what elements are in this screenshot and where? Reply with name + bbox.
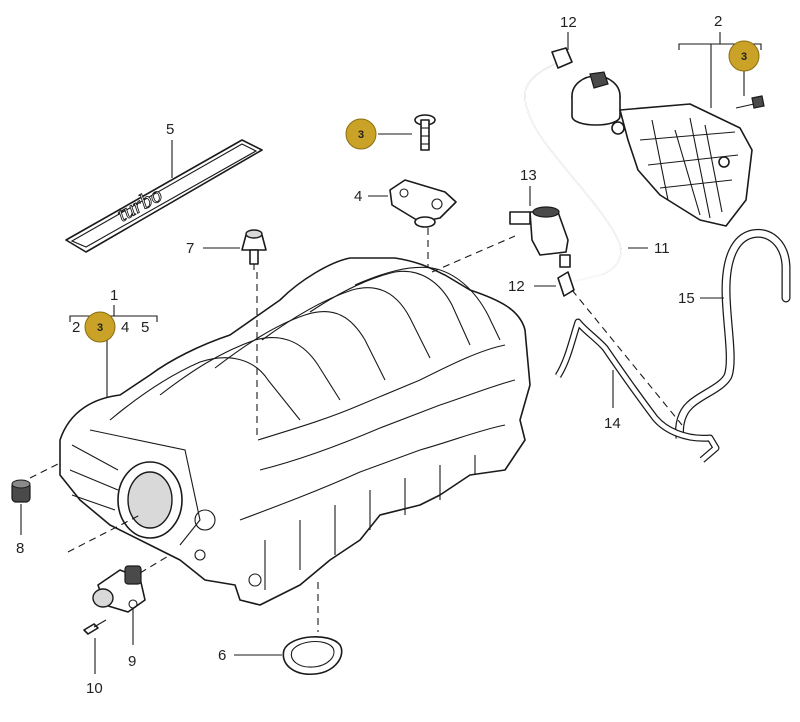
breather-pipe-part <box>554 318 720 463</box>
hose-15-part <box>675 228 791 439</box>
label-1: 1 <box>110 287 118 304</box>
intake-manifold <box>59 257 531 606</box>
badge-label: 3 <box>741 51 747 63</box>
label-14: 14 <box>604 415 621 432</box>
label-10: 10 <box>86 680 103 697</box>
label-11: 11 <box>654 240 670 257</box>
label-12-mid: 12 <box>508 278 525 295</box>
bolt-top-part <box>414 114 436 151</box>
label-7: 7 <box>186 240 194 257</box>
label-12-top: 12 <box>560 14 577 31</box>
badge-circle <box>345 118 377 150</box>
label-1-sub-4: 4 <box>121 319 129 336</box>
label-6: 6 <box>218 647 226 664</box>
connector-12-top-part <box>551 47 573 69</box>
label-13: 13 <box>520 167 537 184</box>
connector-12-mid-part <box>557 271 575 297</box>
badge-3-right: 3 <box>728 40 760 72</box>
badge-3-left: 3 <box>84 311 116 343</box>
actuator-assembly-part <box>571 71 753 227</box>
label-8: 8 <box>16 540 24 557</box>
valve-7-part <box>241 229 267 270</box>
gasket-part <box>282 635 343 675</box>
badge-label: 3 <box>97 322 103 334</box>
badge-circle <box>84 311 116 343</box>
label-9: 9 <box>128 653 136 670</box>
solenoid-valve-part <box>509 206 571 268</box>
label-15: 15 <box>678 290 695 307</box>
bracket-part <box>389 179 457 228</box>
label-1-sub-5: 5 <box>141 319 149 336</box>
label-4: 4 <box>354 188 362 205</box>
vacuum-hose-part <box>524 61 622 283</box>
badge-circle <box>728 40 760 72</box>
grommet-part <box>11 479 31 503</box>
label-5: 5 <box>166 121 174 138</box>
label-2: 2 <box>714 13 722 30</box>
label-1-sub-2: 2 <box>72 319 80 336</box>
badge-label: 3 <box>358 129 364 141</box>
screw-10-part <box>83 619 107 635</box>
bolt-right-part <box>735 95 765 109</box>
sensor-part <box>92 565 146 613</box>
turbo-emblem-part: turbo <box>65 139 263 253</box>
badge-3-top: 3 <box>345 118 377 150</box>
